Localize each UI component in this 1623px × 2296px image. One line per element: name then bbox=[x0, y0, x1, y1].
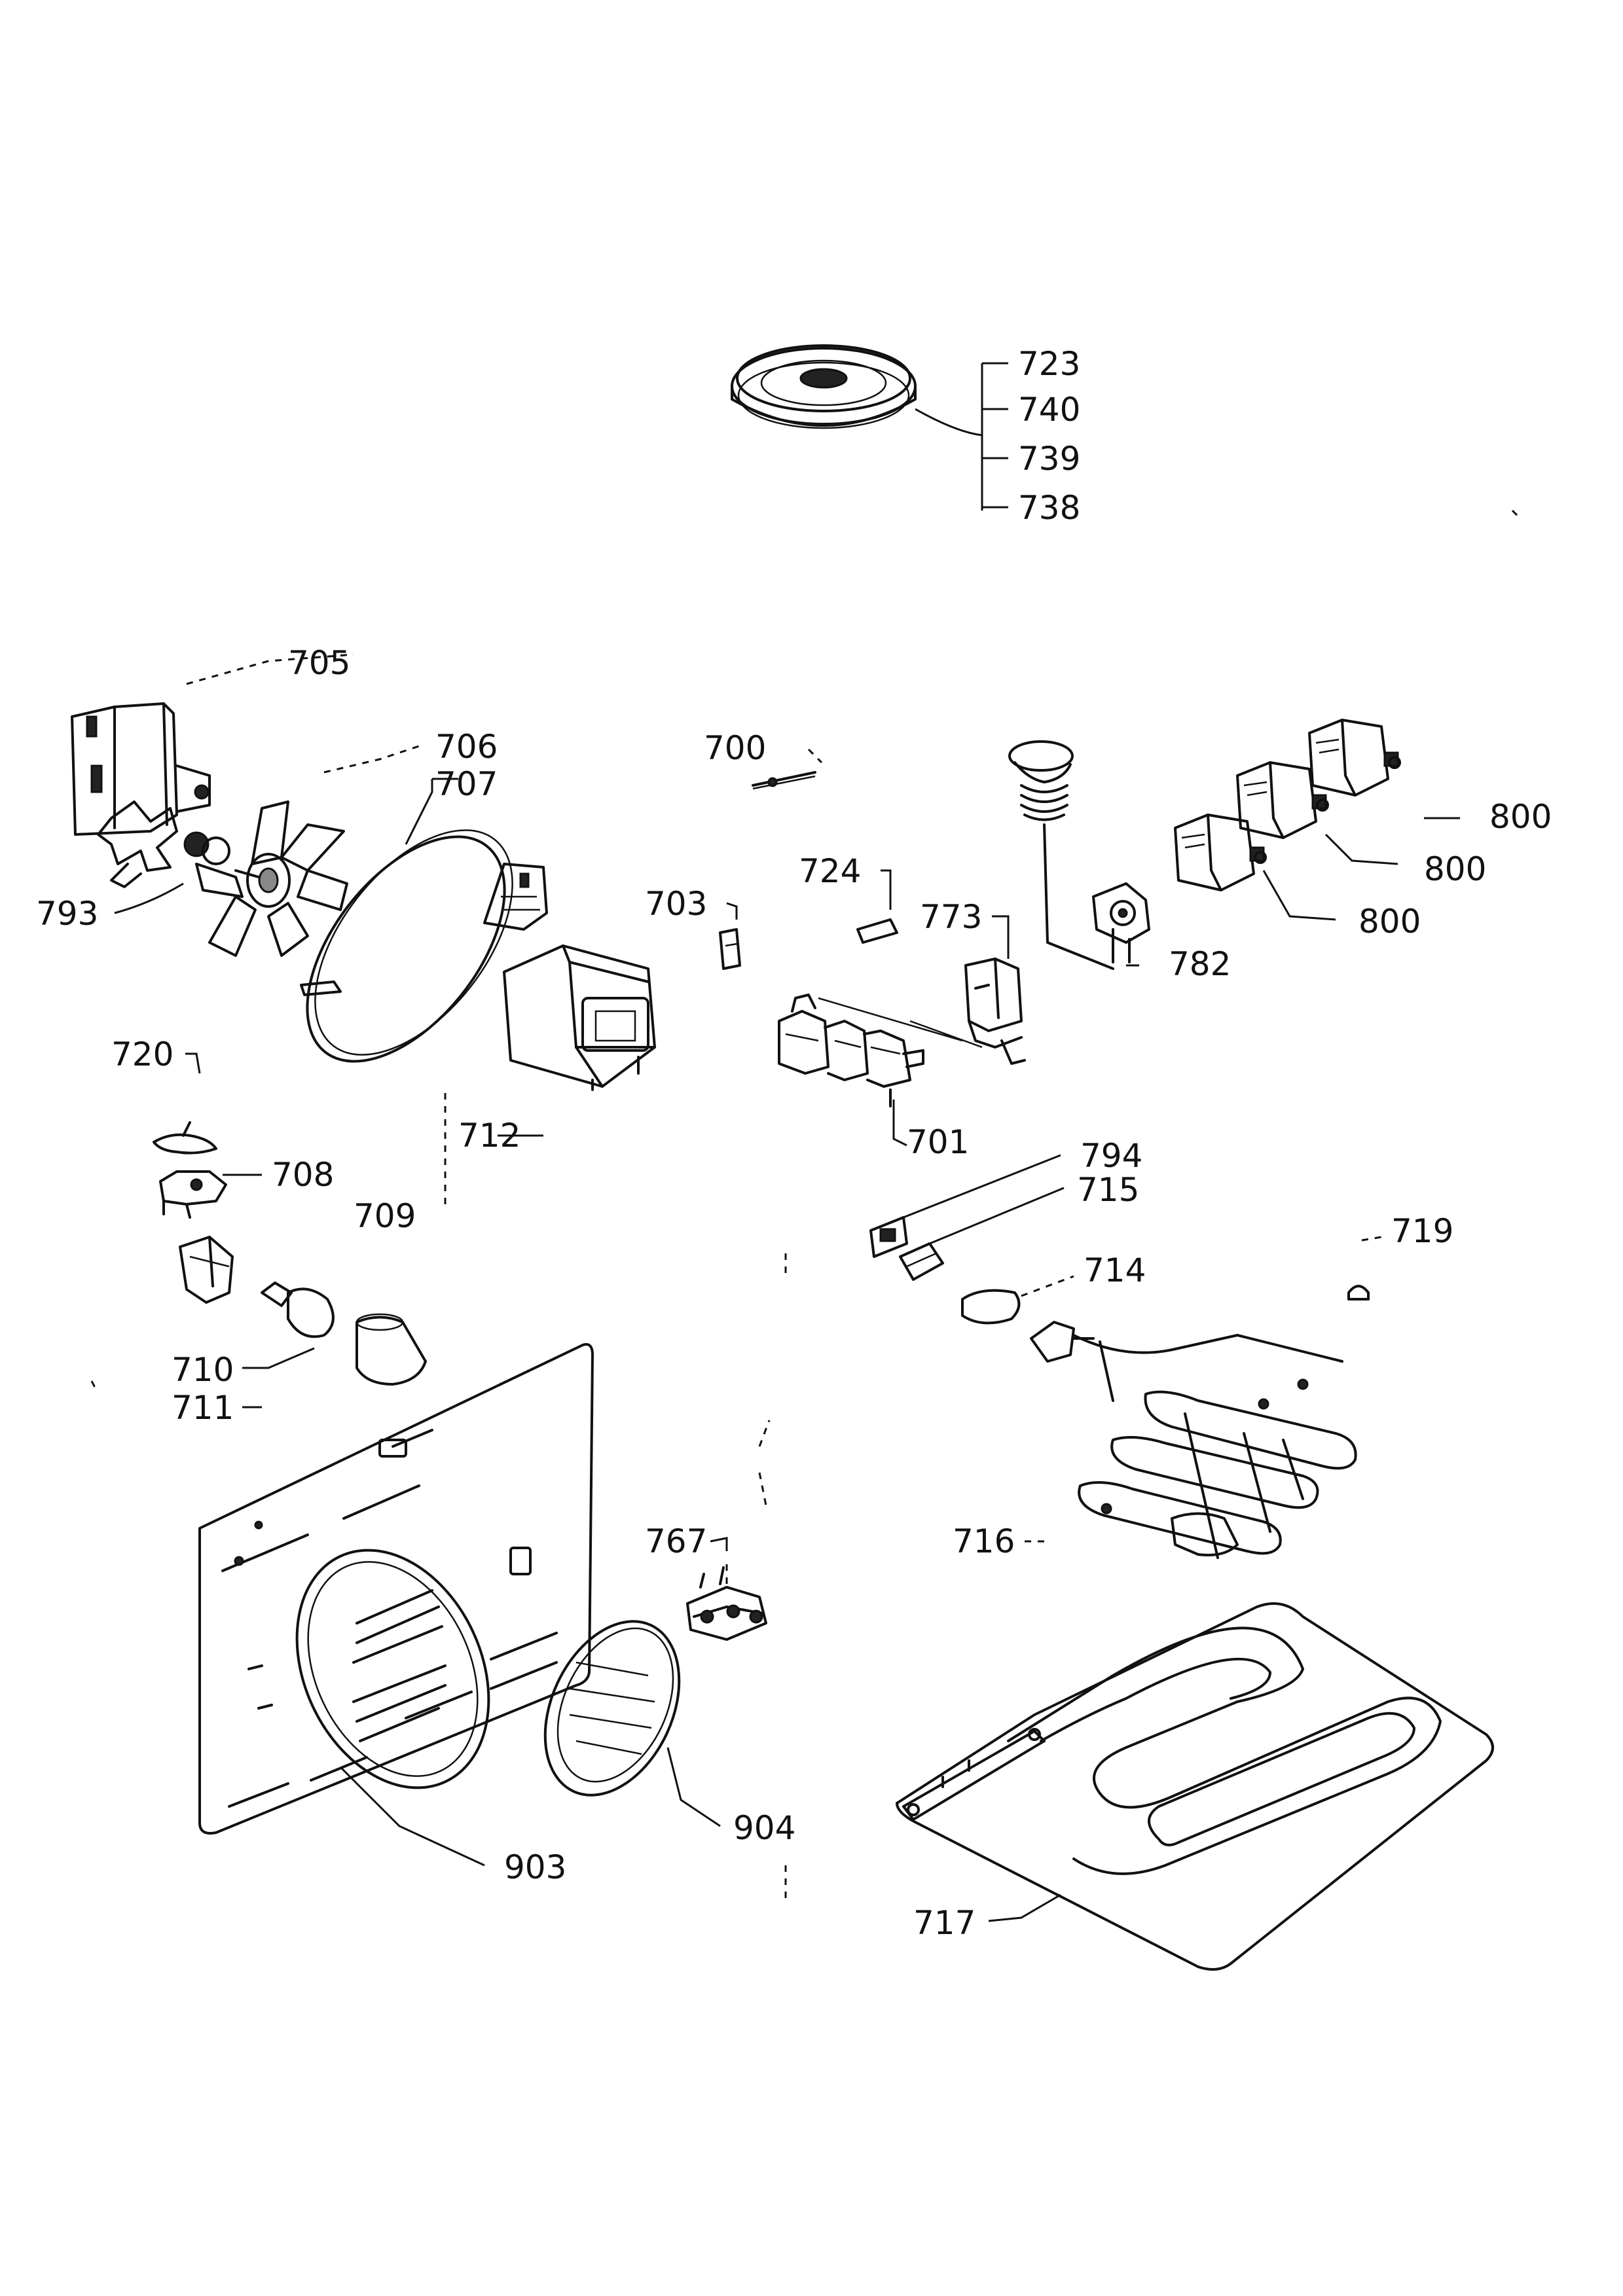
callout-739: 739 bbox=[1018, 440, 1080, 478]
callout-labels: 723 740 739 738 705 706 707 700 800 800 … bbox=[36, 345, 1552, 1942]
tab-part bbox=[856, 918, 898, 944]
callout-720: 720 bbox=[111, 1035, 173, 1073]
glass-lens-part bbox=[961, 1289, 1021, 1325]
callout-793: 793 bbox=[36, 895, 98, 933]
element-terminal-part bbox=[1030, 1321, 1095, 1363]
nut-part bbox=[1347, 1285, 1370, 1300]
small-connector-part bbox=[719, 928, 741, 970]
hotplate-leaders bbox=[915, 362, 1008, 511]
callout-705: 705 bbox=[288, 644, 350, 682]
callout-711: 711 bbox=[172, 1389, 234, 1427]
callout-767: 767 bbox=[645, 1522, 707, 1560]
grill-element-part bbox=[1072, 1334, 1357, 1559]
thermostat-part bbox=[1008, 740, 1150, 970]
callout-701: 701 bbox=[907, 1123, 969, 1161]
rod-part bbox=[752, 771, 816, 790]
callout-709: 709 bbox=[354, 1197, 416, 1235]
leader-lines bbox=[90, 509, 1520, 1922]
fan-cover-part bbox=[300, 829, 548, 1063]
callout-707: 707 bbox=[435, 765, 498, 803]
callout-740: 740 bbox=[1018, 391, 1080, 429]
lamp-cover-part bbox=[356, 1313, 427, 1386]
callout-800-b: 800 bbox=[1424, 850, 1486, 888]
switch-block-part bbox=[778, 994, 924, 1107]
lamp-bulb-part bbox=[261, 1282, 335, 1338]
callout-904: 904 bbox=[733, 1809, 795, 1847]
callout-710: 710 bbox=[172, 1351, 234, 1389]
lamp-clip-part bbox=[153, 1121, 217, 1155]
rear-panel-part bbox=[198, 1343, 594, 1835]
gasket-part bbox=[869, 1216, 908, 1258]
lower-element-part bbox=[896, 1602, 1494, 1971]
hotplate-part bbox=[731, 344, 917, 429]
fan-motor-bracket-part bbox=[71, 702, 211, 836]
motor-fan-part bbox=[97, 800, 230, 888]
callout-706: 706 bbox=[435, 728, 498, 766]
lamp-holder-part bbox=[159, 1170, 227, 1219]
micro-switch-part bbox=[818, 958, 1026, 1065]
rotary-switch-1-part bbox=[1308, 719, 1401, 797]
callout-800-c: 800 bbox=[1359, 903, 1421, 941]
lamp-socket-part bbox=[179, 1236, 234, 1304]
callout-717: 717 bbox=[913, 1904, 976, 1942]
callout-794: 794 bbox=[1080, 1137, 1142, 1175]
rotary-switch-2-part bbox=[1236, 761, 1329, 839]
callout-700: 700 bbox=[704, 729, 766, 767]
callout-800-a: 800 bbox=[1489, 798, 1552, 836]
transformer-block-part bbox=[503, 944, 656, 1091]
callout-712: 712 bbox=[458, 1117, 520, 1155]
callout-714: 714 bbox=[1084, 1251, 1146, 1289]
callout-708: 708 bbox=[272, 1156, 334, 1194]
callout-719: 719 bbox=[1391, 1212, 1453, 1250]
callout-715: 715 bbox=[1077, 1171, 1139, 1209]
rotary-switch-3-part bbox=[1174, 814, 1267, 891]
convection-fan-part bbox=[195, 800, 348, 957]
socket-ring-part bbox=[899, 1242, 944, 1281]
terminal-block-part bbox=[686, 1566, 767, 1641]
callout-723: 723 bbox=[1018, 345, 1080, 383]
callout-782: 782 bbox=[1169, 945, 1231, 983]
callout-724: 724 bbox=[799, 852, 861, 890]
fan-grille-part bbox=[543, 1620, 681, 1797]
callout-738: 738 bbox=[1018, 489, 1080, 527]
callout-703: 703 bbox=[645, 885, 707, 923]
callout-716: 716 bbox=[953, 1522, 1015, 1560]
callout-903: 903 bbox=[504, 1848, 566, 1886]
callout-773: 773 bbox=[920, 898, 982, 936]
